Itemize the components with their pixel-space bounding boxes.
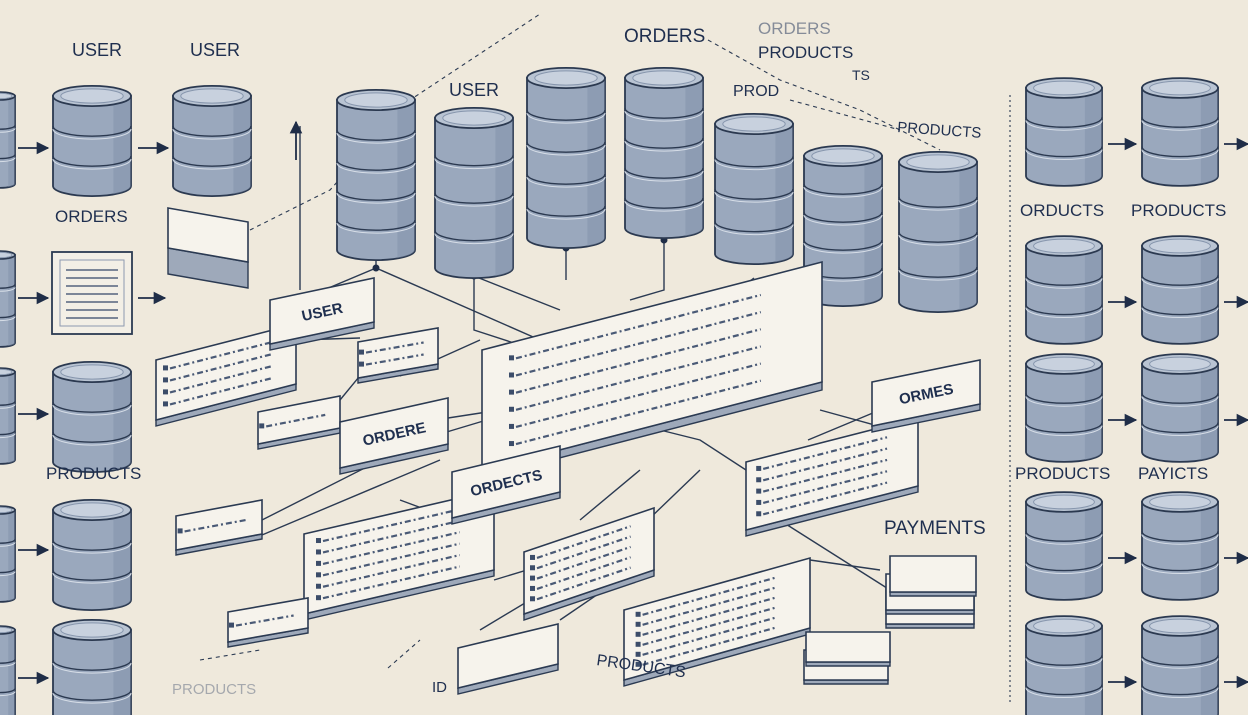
label-top-ts: TS [852,67,870,83]
connector-19 [647,469,701,521]
db-cylinder-left-b-0 [172,84,252,198]
label-top-products-faint: PRODUCTS [758,43,853,62]
connector-14 [807,409,881,441]
db-cylinder-edge-4 [0,625,16,715]
label-top-orders-faint: ORDERS [758,19,831,38]
stack-box-bottom-2 [805,631,891,667]
connector-5 [375,267,541,341]
label-right-payicts: PAYICTS [1138,464,1208,483]
db-cylinder-right-4-0 [1025,615,1103,715]
label-top-products: PRODUCTS [897,119,982,142]
db-cylinder-center-3 [624,66,704,240]
connector-18 [579,469,641,521]
table-card-mid-2 [523,506,655,621]
connector-1 [473,272,521,346]
db-cylinder-left-a-3 [52,618,132,715]
labels-layer: USER USER ORDERS PRODUCTS PRODUCTS ID OR… [46,19,1226,698]
db-cylinder-center-5 [803,144,883,308]
dashed-4 [387,639,421,669]
table-card-mid-1 [303,488,495,621]
db-cylinder-center-1 [434,106,514,280]
db-cylinder-center-2 [526,66,606,250]
db-cylinder-edge-3 [0,505,16,603]
table-card-small-2 [257,395,341,450]
db-cylinder-right-2-0 [1025,353,1103,463]
db-cylinder-left-a-0 [52,84,132,198]
connector-6 [473,275,561,311]
db-cylinder-left-a-1 [52,360,132,474]
db-cylinder-right-0-1 [1141,77,1219,187]
small-box-upper-left [167,207,249,289]
connector-3 [629,240,665,301]
stack-box-payments-3 [889,555,977,597]
db-cylinder-right-4-1 [1141,615,1219,715]
table-card-main [481,260,823,479]
table-card-ormes: ORMES [871,359,981,433]
label-left-user-1: USER [72,40,122,60]
db-cylinder-left-a-2 [52,498,132,612]
label-top-orders: ORDERS [624,26,705,47]
db-cylinder-right-3-1 [1141,491,1219,601]
connector-16 [659,429,747,471]
db-cylinder-right-1-0 [1025,235,1103,345]
label-left-products: PRODUCTS [46,464,141,483]
db-cylinder-right-3-0 [1025,491,1103,601]
connector-lines [18,13,1248,689]
connector-22 [809,559,881,571]
connector-12 [261,459,441,536]
table-card-small-4 [227,597,309,648]
db-cylinder-right-1-1 [1141,235,1219,345]
db-cylinder-right-0-0 [1025,77,1103,187]
db-cylinder-edge-2 [0,367,16,465]
label-right-products-1: PRODUCTS [1131,201,1226,220]
table-card-small-1 [357,327,439,384]
table-card-small-3 [175,499,263,556]
table-card-ordects: ORDECTS [451,444,561,525]
table-card-user: USER [269,277,375,351]
db-cylinder-edge-1 [0,250,16,348]
db-cylinder-right-2-1 [1141,353,1219,463]
label-left-user-2: USER [190,40,240,60]
document-icon [51,251,133,335]
dashed-2 [789,99,901,131]
table-card-left-1 [155,322,297,427]
connector-25 [479,599,531,631]
label-right-products-2: PRODUCTS [1015,464,1110,483]
junction-dot-0 [372,264,380,272]
db-cylinder-center-4 [714,112,794,266]
table-card-bottom-small [457,622,559,695]
label-payments: PAYMENTS [884,518,986,539]
label-left-products-faint: PRODUCTS [172,681,256,698]
db-cylinder-center-6 [898,150,978,314]
label-bottom-id: ID [432,679,447,696]
table-card-ordere: ORDERE [339,397,449,475]
dashed-3 [199,649,261,661]
dashed-1 [707,39,941,151]
table-card-bottom-1 [623,556,811,687]
label-right-orducts: ORDUCTS [1020,201,1104,220]
db-cylinder-center-0 [336,88,416,262]
connector-21 [769,513,891,591]
label-center-user: USER [449,80,499,100]
table-card-right-1 [745,416,919,537]
label-left-orders: ORDERS [55,207,128,226]
db-cylinder-edge-0 [0,91,16,189]
label-top-prod: PROD [733,83,779,100]
